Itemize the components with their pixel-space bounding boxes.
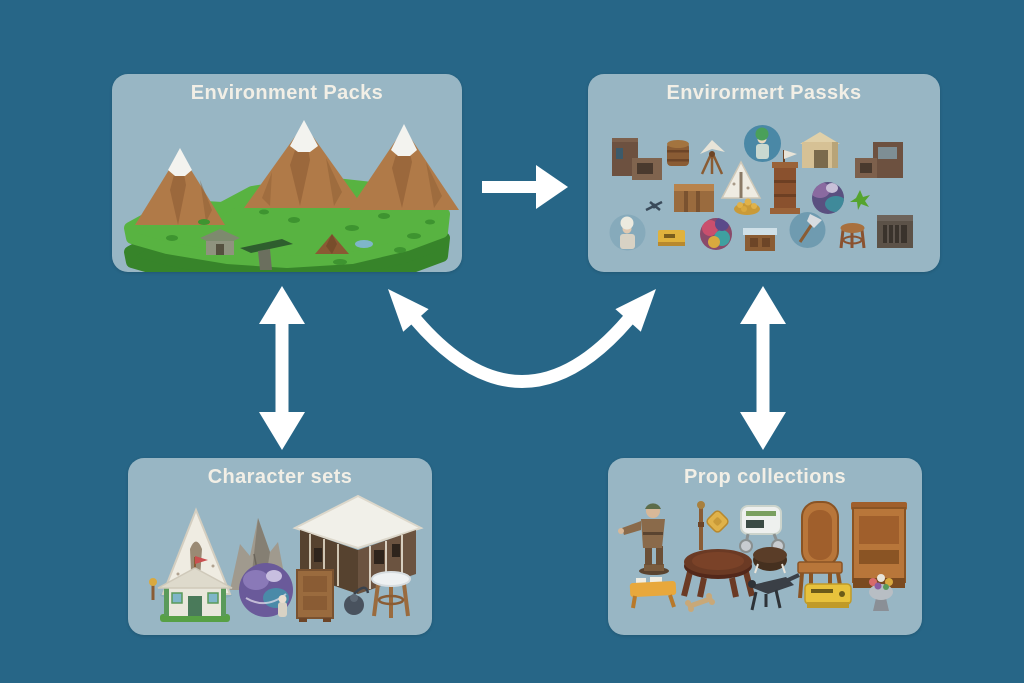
arrow-right-icon <box>482 165 568 209</box>
dirt-mound-icon <box>315 234 349 254</box>
gold-pile-icon <box>734 198 760 215</box>
sand-hut-icon <box>800 132 840 168</box>
yellow-device-icon <box>804 583 852 608</box>
hut-icon <box>200 229 240 255</box>
planet-orb-icon <box>812 182 844 214</box>
dragonfly-icon <box>645 200 663 212</box>
counter-desk-icon <box>743 228 777 251</box>
arrow-vertical-double-left-icon <box>259 286 305 450</box>
green-splat-icon <box>850 190 870 210</box>
arrow-vertical-double-right-icon <box>740 286 786 450</box>
leather-ottoman-icon <box>753 547 787 574</box>
panel-title-prop-collections: Prop collections <box>684 466 846 488</box>
grass-tufts-icon <box>166 209 435 265</box>
colorful-orb-icon <box>700 218 732 250</box>
snow-mountain-center-icon <box>244 120 364 208</box>
torch-icon <box>149 578 157 600</box>
wooden-cabinet-icon <box>296 569 334 622</box>
panel-environment-packs: Environment Packs <box>112 74 462 272</box>
snow-mountain-left-icon <box>135 148 225 225</box>
tent-icon <box>720 160 762 199</box>
panel-title-environment-packs: Environment Packs <box>190 82 384 104</box>
wooden-chair-icon <box>797 501 844 599</box>
prop-collections-illustration <box>618 501 907 612</box>
rusty-machine-icon <box>855 142 903 178</box>
axe-portrait-icon <box>789 212 826 248</box>
rusty-building-icon <box>612 138 662 180</box>
pond-icon <box>355 240 373 248</box>
small-figure-icon <box>278 595 287 617</box>
soldier-figurine-icon <box>618 503 669 575</box>
panel-environment-assets: Envirormert Passks <box>588 74 940 272</box>
arrow-curved-double-icon <box>388 289 656 388</box>
panel-character-sets: Character sets <box>128 458 432 635</box>
panel-prop-collections: Prop collections <box>608 458 922 635</box>
white-stool-icon <box>371 571 411 618</box>
character-portrait-white-icon <box>609 214 646 251</box>
green-cottage-icon <box>157 556 233 622</box>
wooden-crate-icon <box>674 184 714 212</box>
snow-mountain-right-icon <box>349 124 459 210</box>
gold-coin-icon <box>706 510 729 533</box>
stool-icon <box>839 223 866 249</box>
panel-title-character-sets: Character sets <box>207 466 353 488</box>
yellow-bench-icon <box>629 577 677 609</box>
asset-collection-illustration <box>609 125 913 251</box>
wooden-tower-icon <box>770 150 800 214</box>
panel-title-environment-assets: Envirormert Passks <box>666 82 862 104</box>
character-sets-illustration <box>149 494 424 622</box>
character-portrait-green-icon <box>744 125 781 162</box>
robot-crawler-icon <box>748 573 800 611</box>
metal-crate-icon <box>877 215 913 248</box>
wooden-staff-icon <box>697 501 705 550</box>
flower-trophy-icon <box>869 574 893 611</box>
barrel-icon <box>667 140 689 166</box>
bone-icon <box>685 593 715 612</box>
tripod-stand-icon <box>700 140 725 175</box>
trench-icon <box>240 239 293 270</box>
kettle-icon <box>344 586 370 615</box>
round-table-icon <box>681 549 755 598</box>
terrain-illustration <box>124 120 459 272</box>
yellow-box-icon <box>658 230 685 246</box>
robot-cart-icon <box>739 505 785 553</box>
